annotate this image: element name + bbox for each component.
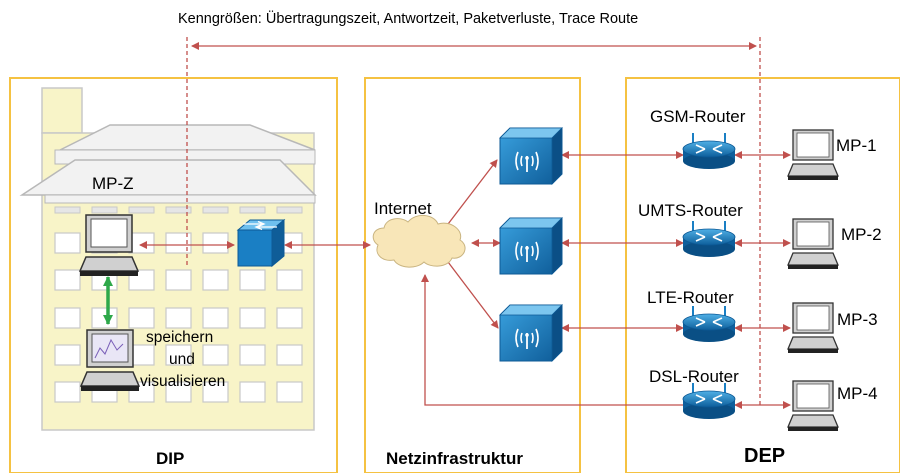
lte-router-icon	[682, 306, 736, 342]
mp-3-computer-icon	[787, 302, 839, 353]
building-window	[128, 206, 155, 214]
building-window	[165, 381, 192, 403]
building-window	[91, 206, 118, 214]
gsm-router-icon	[682, 133, 736, 169]
connections	[139, 151, 791, 409]
building-window	[165, 269, 192, 291]
access-point-icon	[499, 304, 563, 362]
dsl-router-icon	[682, 383, 736, 419]
switch-icon	[236, 218, 286, 268]
building-window	[202, 232, 229, 254]
building-window	[128, 307, 155, 329]
mp-4-computer-icon	[787, 380, 839, 431]
metrics-label: Kenngrößen: Übertragungszeit, Antwortzei…	[178, 11, 639, 27]
building-window	[276, 344, 303, 366]
store-computer-icon	[79, 329, 141, 391]
building-window	[91, 307, 118, 329]
mp-z-label: MP-Z	[92, 174, 134, 193]
zone-netz	[364, 77, 581, 473]
building-window	[54, 344, 81, 366]
zone-dip-title: DIP	[156, 449, 185, 468]
building-window	[239, 269, 266, 291]
internet-label: Internet	[374, 199, 432, 218]
store-label-line2: und	[169, 351, 195, 368]
building-window	[54, 206, 81, 214]
building-window	[276, 307, 303, 329]
mp-z-computer-icon	[78, 214, 140, 276]
building-window	[54, 381, 81, 403]
mp-1-label: MP-1	[836, 136, 877, 155]
mp-3-label: MP-3	[837, 310, 878, 329]
building-window	[276, 206, 303, 214]
building-window	[276, 269, 303, 291]
building-window	[165, 206, 192, 214]
router-label-gsm: GSM-Router	[650, 107, 746, 126]
access-point-icon	[499, 217, 563, 275]
building-window	[202, 344, 229, 366]
building-window	[54, 307, 81, 329]
building-window	[202, 381, 229, 403]
building-window	[239, 381, 266, 403]
internet-cloud-icon	[372, 215, 466, 268]
zone-dep-title: DEP	[744, 445, 786, 467]
umts-router-icon	[682, 221, 736, 257]
mp-1-computer-icon	[787, 129, 839, 180]
building-window	[202, 269, 229, 291]
access-point-icon	[499, 127, 563, 185]
router-label-umts: UMTS-Router	[638, 201, 743, 220]
mp-4-label: MP-4	[837, 384, 878, 403]
router-label-dsl: DSL-Router	[649, 367, 739, 386]
zone-dep	[625, 77, 900, 473]
building-window	[276, 381, 303, 403]
mp-2-label: MP-2	[841, 225, 882, 244]
building-window	[239, 206, 266, 214]
store-label-line1: speichern	[146, 329, 214, 346]
building-window	[239, 307, 266, 329]
building-window	[202, 307, 229, 329]
building-window	[202, 206, 229, 214]
building-window	[54, 232, 81, 254]
zone-netz-title: Netzinfrastruktur	[386, 449, 523, 468]
building-window	[165, 307, 192, 329]
building-window	[54, 269, 81, 291]
router-label-lte: LTE-Router	[647, 288, 734, 307]
store-label-line3: visualisieren	[140, 373, 226, 390]
building-window	[165, 344, 192, 366]
building-window	[239, 344, 266, 366]
zone-dip	[9, 77, 338, 473]
mp-2-computer-icon	[787, 218, 839, 269]
